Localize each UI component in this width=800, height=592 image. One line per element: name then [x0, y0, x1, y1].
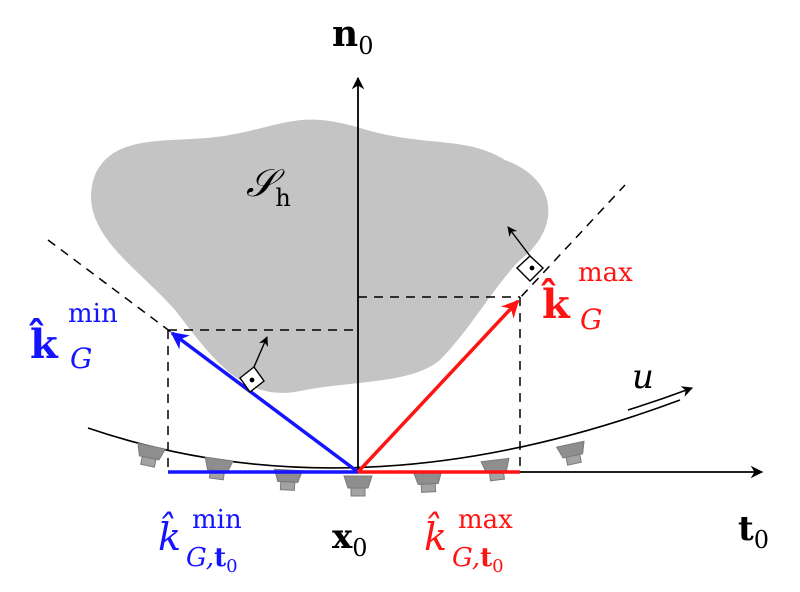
k-max-t-subsub: 0: [492, 556, 503, 577]
t0-label: t0: [738, 509, 769, 554]
u-direction-arrow: [627, 386, 694, 411]
svg-text:G,t0: G,t0: [452, 543, 504, 577]
k-min-t-main: k̂: [158, 512, 181, 559]
svg-text:G,t0: G,t0: [186, 543, 238, 577]
k-max-t-sub: G,: [452, 543, 480, 573]
x0-sub: 0: [352, 534, 367, 562]
k-min-label: k̂ min G: [28, 299, 118, 375]
surface-sub: h: [275, 184, 290, 212]
k-max-t-subbold: t: [480, 543, 492, 573]
k-max-t-main: k̂: [424, 512, 447, 559]
k-max-t-sup: max: [458, 505, 513, 535]
t0-main: t: [738, 509, 754, 549]
n0-label: n0: [332, 13, 373, 60]
k-min-t-subsub: 0: [226, 556, 237, 577]
k-min-sup: min: [68, 299, 118, 329]
u-label: u: [632, 357, 654, 397]
surface-blob: [91, 119, 549, 393]
k-min-sub: G: [70, 342, 92, 375]
k-min-vector: [170, 331, 360, 474]
right-angle-marker-max: [507, 226, 545, 282]
x0-main: x: [332, 517, 353, 557]
n0-main: n: [332, 13, 358, 55]
k-min-main: k̂: [28, 320, 59, 368]
right-angle-marker-min: [239, 336, 268, 394]
k-max-sub: G: [580, 303, 602, 336]
k-max-t-label: k̂ max G,t0: [424, 505, 513, 577]
n0-sub: 0: [358, 32, 373, 60]
k-max-sup: max: [578, 258, 633, 288]
k-min-t-label: k̂ min G,t0: [158, 505, 242, 577]
k-max-main: k̂: [540, 280, 571, 328]
array-curve: [87, 399, 681, 469]
t0-sub: 0: [754, 526, 769, 554]
x0-label: x0: [332, 517, 368, 562]
k-min-t-sub: G,: [186, 543, 214, 573]
k-min-t-subbold: t: [214, 543, 226, 573]
k-max-vector: [356, 299, 520, 474]
k-min-t-sup: min: [192, 505, 242, 535]
k-max-label: k̂ max G: [540, 258, 633, 336]
